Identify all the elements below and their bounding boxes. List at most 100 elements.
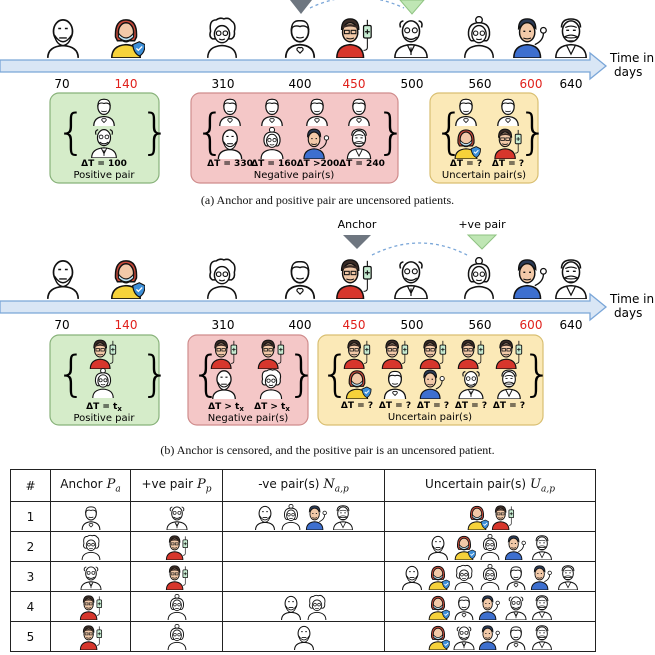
- header-uncertain: Uncertain pair(s)Ua,p: [384, 469, 596, 502]
- tick-label: 640: [560, 318, 583, 332]
- svg-text:}: }: [376, 104, 407, 160]
- table-row: 3: [10, 561, 596, 592]
- anchor-cell: [50, 591, 131, 622]
- svg-text:ΔT > tx: ΔT > tx: [208, 402, 244, 413]
- positive-cell: [130, 501, 223, 532]
- patient-640-icon: [530, 534, 554, 560]
- negative-label-a: Negative pair(s): [254, 170, 335, 181]
- uncertain-delta-b-3: ΔT = ?: [417, 401, 449, 411]
- tick-label: 310: [212, 77, 235, 91]
- tick-label: 450: [343, 318, 366, 332]
- negative-delta-a-1: ΔT = 330: [207, 159, 253, 169]
- positive-delta-a: ΔT = 100: [81, 159, 127, 169]
- positive-cell: [130, 621, 223, 652]
- patient-560-icon: [165, 594, 189, 620]
- table-row: 2: [10, 531, 596, 562]
- table-row: 1: [10, 501, 596, 532]
- patient-560-icon: [279, 504, 303, 530]
- table-row: 4: [10, 591, 596, 622]
- tick-label: 560: [469, 318, 492, 332]
- uncertain-delta-a-1: ΔT = ?: [450, 159, 482, 169]
- header-index: #: [10, 469, 51, 502]
- uncertain-cell: [384, 531, 596, 562]
- timeline-ticks-b: 70 140 310 400 450 500 560 600 640: [54, 318, 582, 332]
- table-row: 5: [10, 621, 596, 652]
- patient-560-icon: [478, 564, 502, 590]
- timeline-ticks: 70 140 310 400 450 500 560 600 640: [54, 77, 582, 91]
- patient-600-icon: [530, 564, 554, 590]
- svg-text:}: }: [140, 104, 171, 160]
- positive-cell: [130, 561, 223, 592]
- timeline-arrow: [0, 51, 608, 81]
- uncertain-delta-b-1: ΔT = ?: [341, 401, 373, 411]
- patient-500-icon: [452, 624, 476, 650]
- svg-text:}: }: [140, 346, 171, 402]
- svg-text:{: {: [320, 346, 351, 402]
- tick-label: 450: [343, 77, 366, 91]
- negative-cell: [222, 561, 385, 592]
- uncertain-cell: [384, 591, 596, 622]
- patient-140-icon: [426, 594, 450, 620]
- negative-cell: [222, 501, 385, 532]
- patient-600-icon: [504, 534, 528, 560]
- patient-600-icon: [478, 594, 502, 620]
- negative-cell: [222, 591, 385, 622]
- tick-label: 560: [469, 77, 492, 91]
- negative-delta-b-1: ΔT > t: [208, 402, 240, 412]
- negative-group-b: { } ΔT > tx ΔT > tx Negative pair(s): [187, 334, 318, 426]
- svg-text:}: }: [287, 346, 318, 402]
- patient-500-icon: [165, 504, 189, 530]
- caption-b: (b) Anchor is censored, and the positive…: [160, 443, 495, 457]
- patient-310-icon: [79, 534, 103, 560]
- caption-a: (a) Anchor and positive pair are uncenso…: [200, 193, 455, 207]
- positive-cell: [130, 591, 223, 622]
- uncertain-delta-b-5: ΔT = ?: [493, 401, 525, 411]
- uncertain-group-a: { } ΔT = ? ΔT = ? Uncertain pair(s): [429, 92, 549, 184]
- uncertain-delta-b-4: ΔT = ?: [455, 401, 487, 411]
- tick-label: 600: [520, 77, 543, 91]
- uncertain-delta-a-2: ΔT = ?: [492, 159, 524, 169]
- patient-500-icon: [79, 564, 103, 590]
- patient-70-icon: [400, 564, 424, 590]
- patient-70-icon: [292, 624, 316, 650]
- svg-text:{: {: [56, 346, 87, 402]
- negative-delta-a-2: ΔT = 160: [251, 159, 297, 169]
- negative-label-b: Negative pair(s): [208, 413, 289, 424]
- timeline-arrow-b: [0, 292, 608, 322]
- svg-text:}: }: [518, 104, 549, 160]
- tick-label: 70: [54, 77, 69, 91]
- patient-450-icon: [165, 564, 189, 590]
- svg-text:{: {: [195, 104, 226, 160]
- uncertain-cell: [384, 621, 596, 652]
- uncertain-label-a: Uncertain pair(s): [442, 170, 526, 181]
- row-index: 3: [10, 561, 51, 592]
- uncertain-group-b: { } ΔT = ? ΔT = ? ΔT = ? ΔT = ? ΔT = ? U…: [317, 334, 553, 426]
- anchor-marker-b: [343, 235, 371, 249]
- patient-310-icon: [452, 564, 476, 590]
- patient-640-icon: [556, 564, 580, 590]
- patient-450-icon: [165, 534, 189, 560]
- patient-70-icon: [46, 19, 80, 58]
- patient-140-icon: [452, 534, 476, 560]
- positive-marker: [399, 0, 425, 15]
- patient-600-icon: [305, 504, 329, 530]
- anchor-cell: [50, 561, 131, 592]
- svg-text:{: {: [56, 104, 87, 160]
- patient-450-icon: [79, 594, 103, 620]
- patient-70-icon: [426, 534, 450, 560]
- tick-label: 140: [115, 77, 138, 91]
- tick-label: 640: [560, 77, 583, 91]
- patient-400-icon: [79, 504, 103, 530]
- patient-140-icon: [426, 564, 450, 590]
- patient-500-icon: [504, 594, 528, 620]
- patient-640-icon: [530, 594, 554, 620]
- patient-640-icon: [555, 18, 587, 58]
- svg-text:ΔT = tx: ΔT = tx: [86, 402, 122, 413]
- patient-450-icon: [336, 18, 372, 58]
- tick-label: 400: [289, 77, 312, 91]
